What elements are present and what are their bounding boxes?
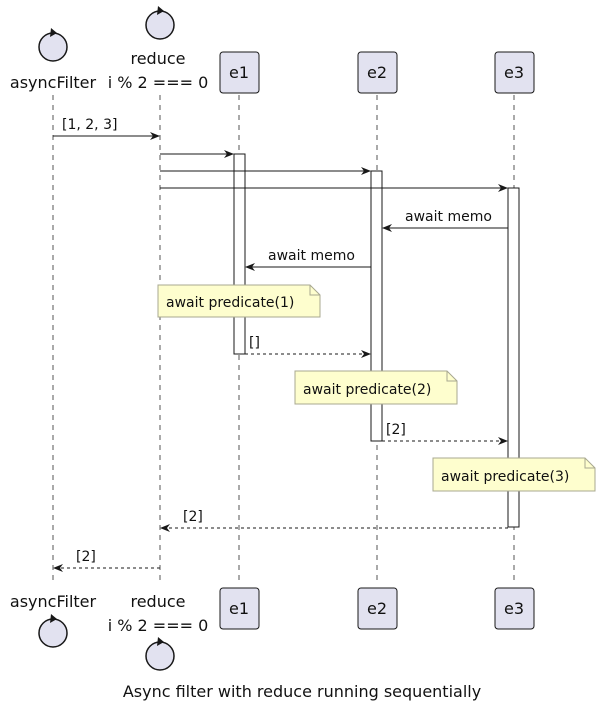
participant-e1-top: e1: [219, 51, 260, 94]
message-label: [2]: [76, 549, 96, 565]
participant-label: e3: [504, 63, 524, 82]
control-icon: [145, 6, 175, 40]
participant-e2-top: e2: [357, 51, 398, 94]
control-icon: [38, 614, 68, 648]
note-2: await predicate(2): [294, 370, 458, 405]
activation-e1: [233, 153, 246, 355]
participant-reduce-top: reduce i % 2 === 0: [108, 6, 209, 92]
participant-label: e2: [367, 599, 387, 618]
participant-label-line2: i % 2 === 0: [108, 616, 209, 635]
participant-e3-top: e3: [494, 51, 535, 94]
participant-asyncfilter-bottom: asyncFilter: [10, 592, 97, 648]
participant-label: e1: [229, 63, 249, 82]
message-label: await memo: [268, 248, 355, 264]
participant-label: reduce: [130, 49, 185, 68]
note-1: await predicate(1): [157, 284, 321, 318]
message-label: [2]: [183, 509, 203, 525]
participant-e1-bottom: e1: [219, 587, 260, 630]
diagram-caption: Async filter with reduce running sequent…: [123, 682, 481, 701]
message-label: await memo: [405, 209, 492, 225]
message-label: []: [249, 335, 260, 351]
control-icon: [38, 28, 68, 62]
participant-reduce-bottom: reduce i % 2 === 0: [108, 592, 209, 671]
participant-label: reduce: [130, 592, 185, 611]
participant-label-line2: i % 2 === 0: [108, 73, 209, 92]
participant-label: asyncFilter: [10, 592, 97, 611]
participant-label: e1: [229, 599, 249, 618]
participant-asyncfilter-top: asyncFilter: [10, 28, 97, 92]
activation-e2: [370, 170, 383, 442]
note-text: await predicate(1): [166, 295, 294, 311]
participant-e2-bottom: e2: [357, 587, 398, 630]
note-text: await predicate(3): [441, 469, 569, 485]
note-3: await predicate(3): [432, 457, 596, 492]
control-icon: [145, 637, 175, 671]
participant-label: e2: [367, 63, 387, 82]
activation-e3: [507, 187, 520, 528]
participant-e3-bottom: e3: [494, 587, 535, 630]
note-text: await predicate(2): [303, 382, 431, 398]
message-label: [2]: [386, 422, 406, 438]
participant-label: asyncFilter: [10, 73, 97, 92]
message-label: [1, 2, 3]: [62, 117, 117, 133]
participant-label: e3: [504, 599, 524, 618]
